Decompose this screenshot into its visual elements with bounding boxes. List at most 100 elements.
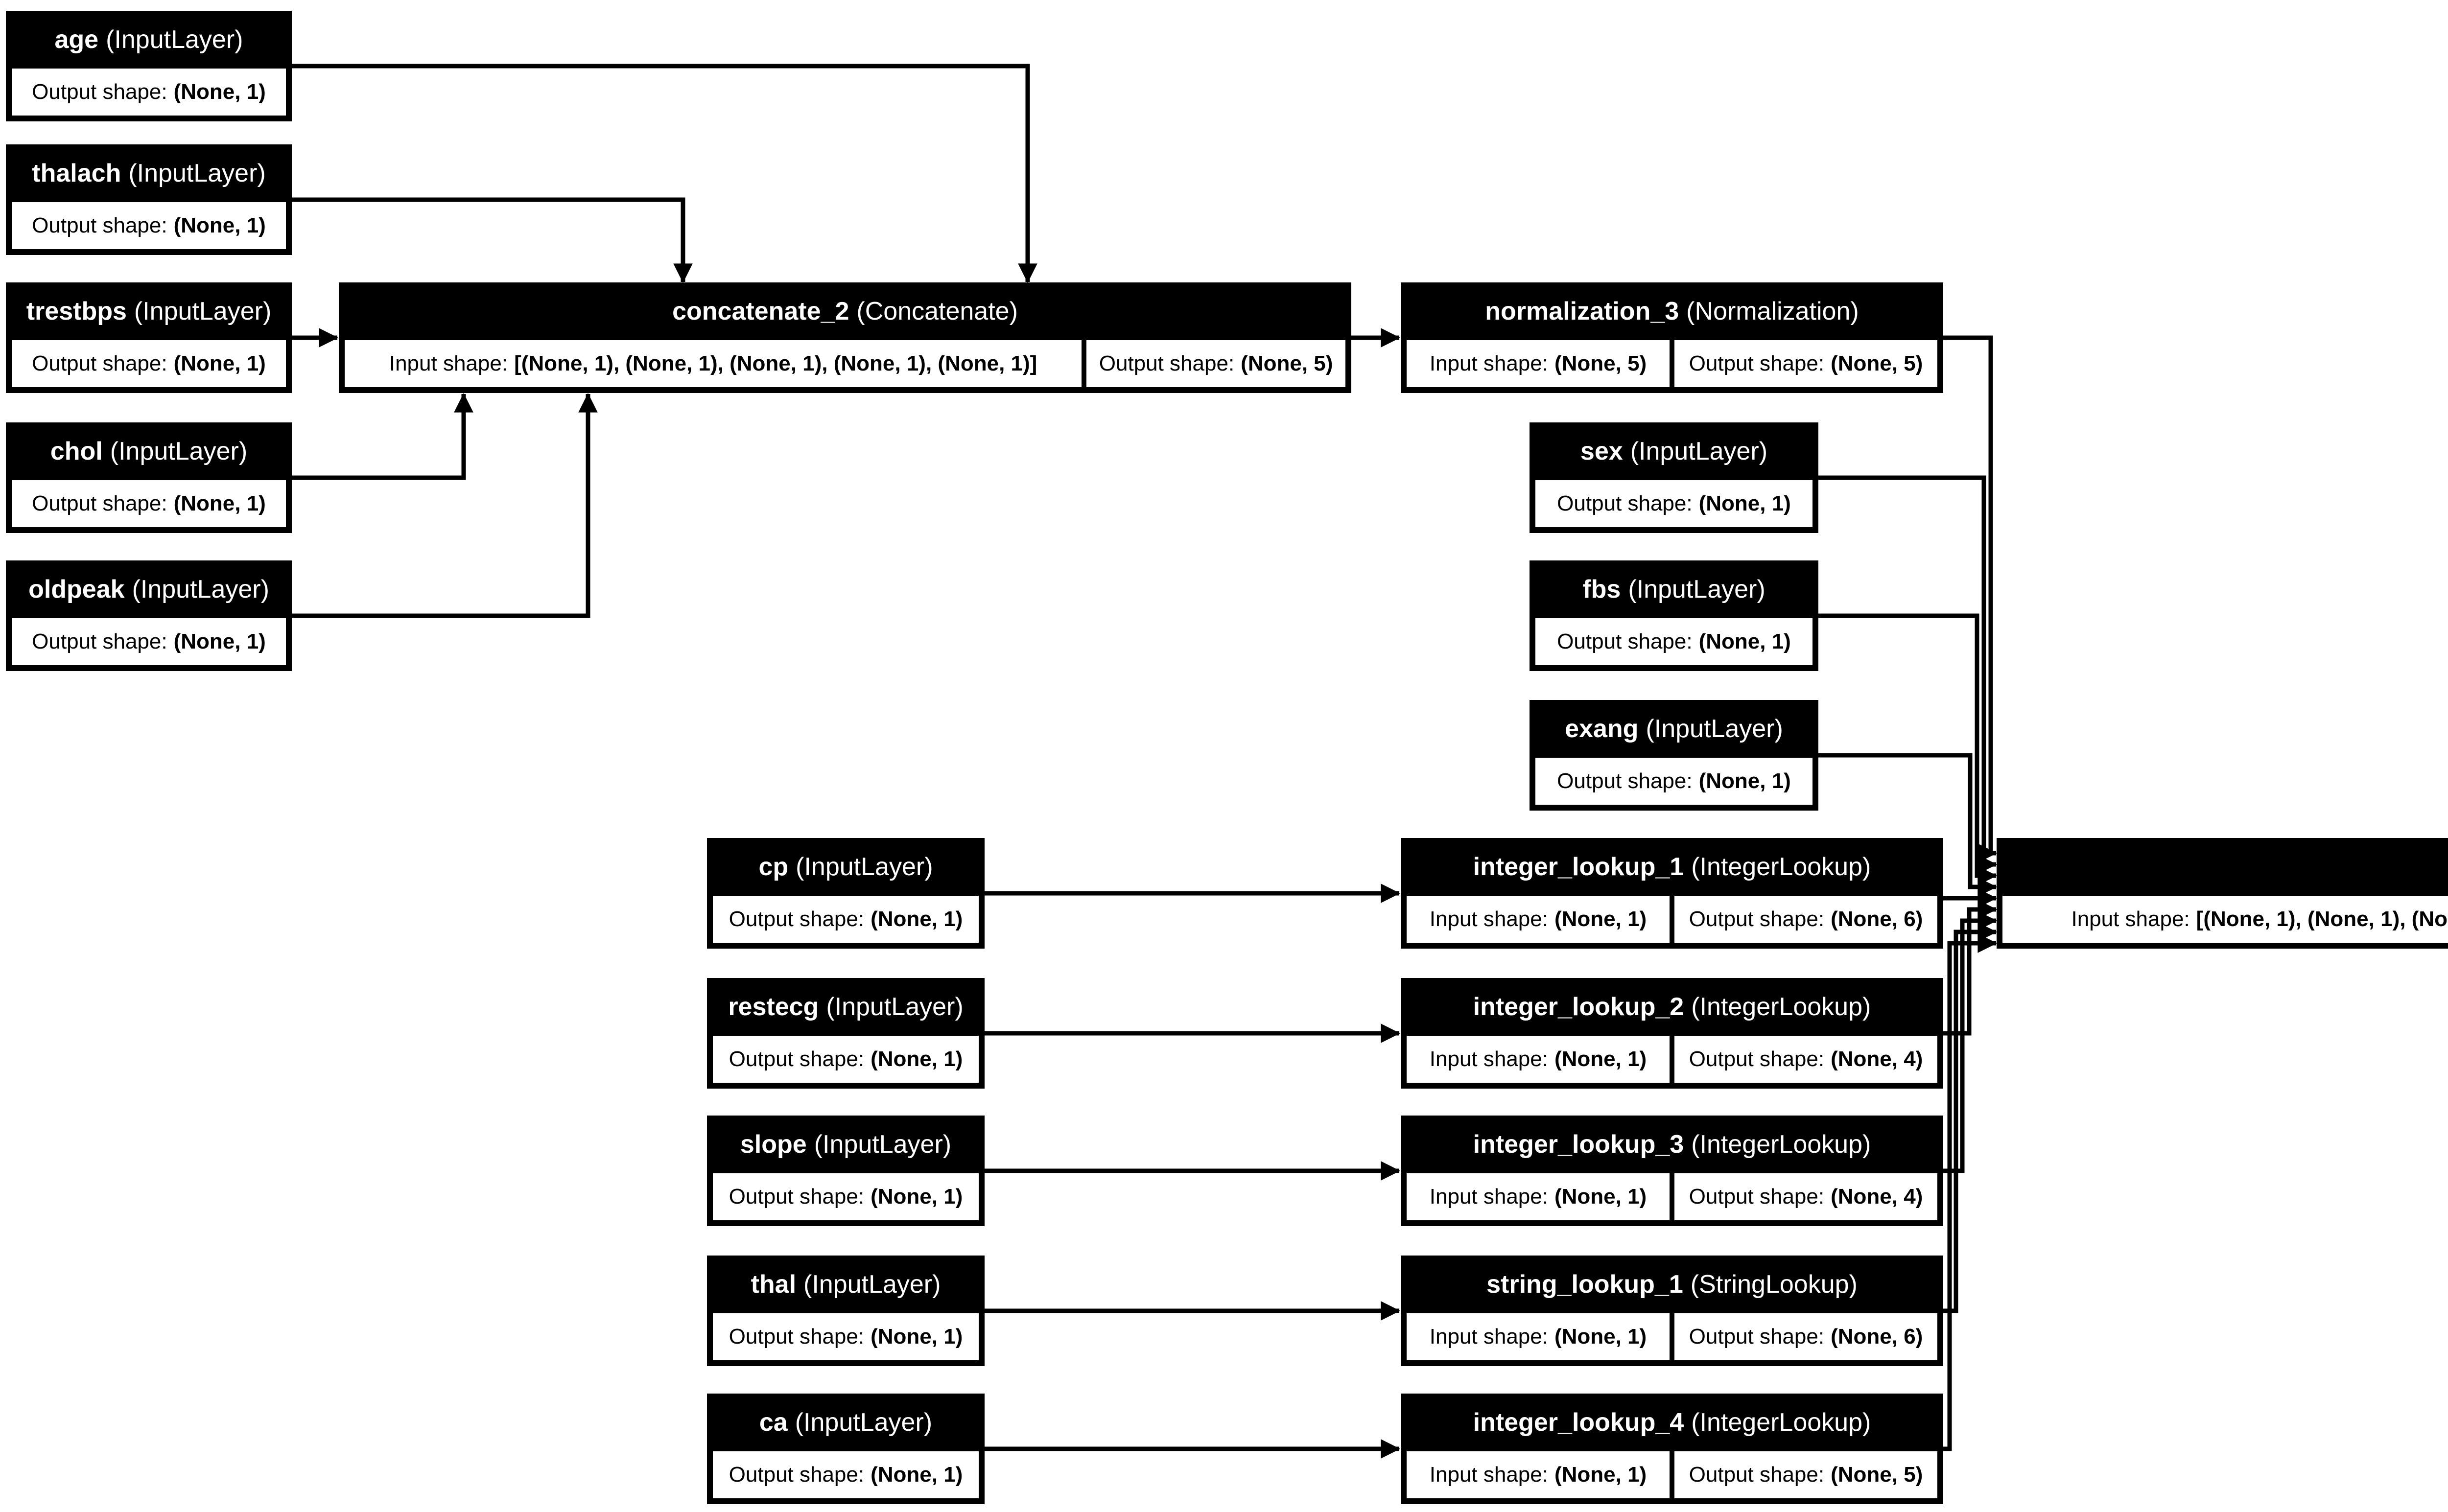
node-cells-exang: Output shape:(None, 1) — [1535, 758, 1812, 805]
layer-type: (StringLookup) — [1690, 1270, 1858, 1299]
output-shape-value: (None, 1) — [871, 1185, 963, 1209]
node-normalization_3: normalization_3(Normalization)Input shap… — [1401, 282, 1943, 393]
node-concatenate_2: concatenate_2(Concatenate)Input shape:[(… — [339, 282, 1351, 393]
input-shape-value: (None, 1) — [1554, 1325, 1647, 1349]
node-header-integer_lookup_4: integer_lookup_4(IntegerLookup) — [1401, 1394, 1943, 1451]
output-shape-cell: Output shape:(None, 4) — [1674, 1173, 1937, 1220]
output-shape-value: (None, 1) — [173, 351, 266, 375]
node-oldpeak: oldpeak(InputLayer)Output shape:(None, 1… — [6, 560, 292, 671]
output-shape-label: Output shape: — [729, 1047, 865, 1071]
output-shape-label: Output shape: — [32, 491, 167, 515]
node-cells-integer_lookup_2: Input shape:(None, 1)Output shape:(None,… — [1407, 1036, 1937, 1083]
node-chol: chol(InputLayer)Output shape:(None, 1) — [6, 422, 292, 533]
layer-name: string_lookup_1 — [1486, 1270, 1683, 1299]
node-header-sex: sex(InputLayer) — [1530, 422, 1818, 480]
node-integer_lookup_2: integer_lookup_2(IntegerLookup)Input sha… — [1401, 978, 1943, 1089]
output-shape-value: (None, 1) — [1698, 769, 1791, 793]
input-shape-label: Input shape: — [1429, 1047, 1548, 1071]
node-header-normalization_3: normalization_3(Normalization) — [1401, 282, 1943, 340]
node-header-restecg: restecg(InputLayer) — [707, 978, 985, 1036]
layer-type: (InputLayer) — [814, 1130, 952, 1159]
node-header-oldpeak: oldpeak(InputLayer) — [6, 560, 292, 618]
layer-type: (Normalization) — [1686, 297, 1859, 326]
node-cells-age: Output shape:(None, 1) — [12, 69, 286, 116]
output-shape-cell: Output shape:(None, 1) — [713, 1451, 979, 1498]
layer-type: (InputLayer) — [826, 993, 964, 1021]
node-header-integer_lookup_3: integer_lookup_3(IntegerLookup) — [1401, 1116, 1943, 1173]
output-shape-value: (None, 1) — [1698, 629, 1791, 653]
input-shape-label: Input shape: — [1429, 1325, 1548, 1349]
input-shape-cell: Input shape:[(None, 1), (None, 1), (None… — [345, 340, 1082, 387]
output-shape-cell: Output shape:(None, 1) — [1535, 618, 1812, 665]
layer-type: (InputLayer) — [1646, 715, 1783, 743]
layer-name: trestbps — [26, 297, 127, 326]
output-shape-cell: Output shape:(None, 1) — [12, 69, 286, 116]
node-cells-slope: Output shape:(None, 1) — [713, 1173, 979, 1220]
node-integer_lookup_3: integer_lookup_3(IntegerLookup)Input sha… — [1401, 1116, 1943, 1226]
edge-sex-to-concatenate_3 — [1818, 475, 1997, 874]
output-shape-value: (None, 1) — [1698, 491, 1791, 515]
input-shape-value: (None, 1) — [1554, 907, 1647, 931]
input-shape-label: Input shape: — [1429, 1463, 1548, 1487]
layer-name: integer_lookup_1 — [1473, 853, 1684, 881]
layer-name: age — [54, 25, 99, 54]
node-header-thal: thal(InputLayer) — [707, 1256, 985, 1313]
node-cells-concatenate_3: Input shape:[(None, 1), (None, 1), (None… — [2002, 896, 2448, 943]
node-header-integer_lookup_2: integer_lookup_2(IntegerLookup) — [1401, 978, 1943, 1036]
output-shape-cell: Output shape:(None, 5) — [1086, 340, 1345, 387]
output-shape-cell: Output shape:(None, 5) — [1674, 340, 1937, 387]
node-header-chol: chol(InputLayer) — [6, 422, 292, 480]
node-header-thalach: thalach(InputLayer) — [6, 144, 292, 202]
node-exang: exang(InputLayer)Output shape:(None, 1) — [1530, 700, 1818, 811]
edge-oldpeak-to-concatenate_2 — [292, 393, 598, 618]
layer-name: thalach — [32, 159, 121, 187]
output-shape-value: (None, 4) — [1831, 1047, 1923, 1071]
input-shape-value: [(None, 1), (None, 1), (None, 1), (None,… — [2196, 907, 2448, 931]
layer-type: (InputLayer) — [1630, 437, 1768, 465]
output-shape-cell: Output shape:(None, 1) — [12, 618, 286, 665]
layer-type: (IntegerLookup) — [1691, 1408, 1871, 1437]
node-cells-chol: Output shape:(None, 1) — [12, 480, 286, 527]
output-shape-value: (None, 1) — [173, 491, 266, 515]
node-cells-restecg: Output shape:(None, 1) — [713, 1036, 979, 1083]
output-shape-value: (None, 1) — [871, 1463, 963, 1487]
input-shape-value: (None, 1) — [1554, 1463, 1647, 1487]
output-shape-cell: Output shape:(None, 5) — [1674, 1451, 1937, 1498]
output-shape-cell: Output shape:(None, 1) — [713, 1173, 979, 1220]
layer-name: integer_lookup_3 — [1473, 1130, 1684, 1159]
node-trestbps: trestbps(InputLayer)Output shape:(None, … — [6, 282, 292, 393]
layer-type: (IntegerLookup) — [1691, 993, 1871, 1021]
node-cells-string_lookup_1: Input shape:(None, 1) Output shape:(None,… — [1407, 1313, 1937, 1360]
output-shape-value: (None, 1) — [871, 1325, 963, 1349]
node-header-concatenate_3: concatenate_3(Concatenate) — [1997, 838, 2448, 896]
node-header-ca: ca(InputLayer) — [707, 1394, 985, 1451]
output-shape-value: (None, 1) — [871, 1047, 963, 1071]
input-shape-cell: Input shape:(None, 1) — [1407, 1451, 1670, 1498]
node-cells-thal: Output shape:(None, 1) — [713, 1313, 979, 1360]
node-restecg: restecg(InputLayer)Output shape:(None, 1… — [707, 978, 985, 1089]
edge-exang-to-concatenate_3 — [1818, 753, 1997, 897]
input-shape-cell: Input shape:(None, 1) — [1407, 1173, 1670, 1220]
node-header-age: age(InputLayer) — [6, 11, 292, 69]
node-header-string_lookup_1: string_lookup_1(StringLookup) — [1401, 1256, 1943, 1313]
node-thalach: thalach(InputLayer)Output shape:(None, 1… — [6, 144, 292, 255]
node-header-cp: cp(InputLayer) — [707, 838, 985, 896]
output-shape-value: (None, 5) — [1831, 351, 1923, 375]
node-slope: slope(InputLayer)Output shape:(None, 1) — [707, 1116, 985, 1226]
node-header-exang: exang(InputLayer) — [1530, 700, 1818, 758]
layer-type: (IntegerLookup) — [1691, 1130, 1871, 1159]
input-shape-label: Input shape: — [2071, 907, 2190, 931]
layer-type: (InputLayer) — [132, 575, 269, 604]
node-cells-oldpeak: Output shape:(None, 1) — [12, 618, 286, 665]
layer-type: (InputLayer) — [128, 159, 266, 187]
output-shape-label: Output shape: — [1557, 491, 1693, 515]
layer-type: (InputLayer) — [795, 1408, 933, 1437]
output-shape-cell: Output shape:(None, 6) — [1674, 1313, 1937, 1360]
node-integer_lookup_1: integer_lookup_1(IntegerLookup)Input sha… — [1401, 838, 1943, 949]
input-shape-value: (None, 5) — [1554, 351, 1647, 375]
layer-name: integer_lookup_2 — [1473, 993, 1684, 1021]
node-sex: sex(InputLayer) Output shape:(None, 1) — [1530, 422, 1818, 533]
layer-name: cp — [758, 853, 789, 881]
layer-type: (IntegerLookup) — [1691, 853, 1871, 881]
output-shape-label: Output shape: — [1557, 769, 1693, 793]
